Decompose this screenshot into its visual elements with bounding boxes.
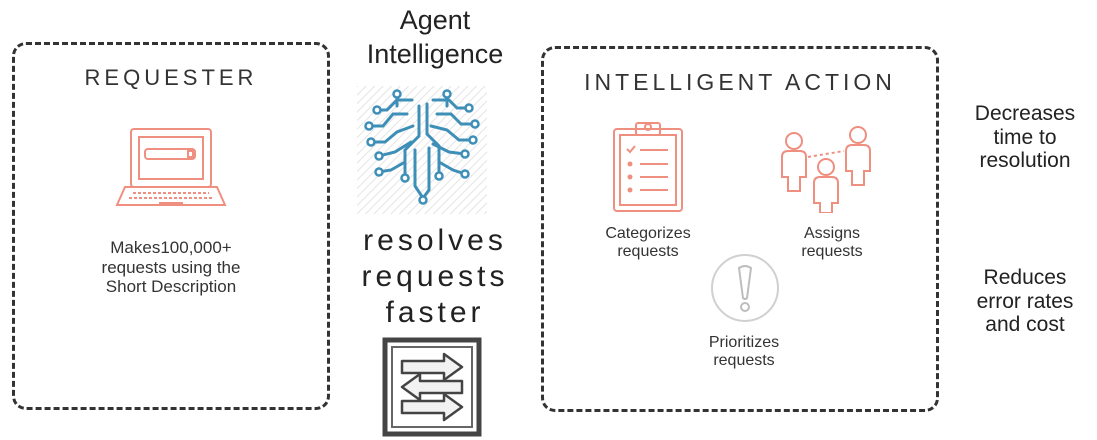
caption-line: Assigns [803, 225, 861, 242]
categorize-caption: Categorizes requests [578, 225, 718, 262]
interleaved-arrows-icon [382, 337, 482, 437]
agent-intelligence-title: Agent Intelligence [340, 4, 530, 72]
benefit-line: resolution [979, 149, 1071, 173]
assign-caption: Assigns requests [762, 225, 902, 262]
priority-exclamation-icon [711, 254, 779, 322]
laptop-icon [115, 128, 227, 206]
slogan-line: resolves [363, 224, 507, 257]
intelligent-action-panel: INTELLIGENT ACTION Categorizes requests [541, 46, 939, 412]
benefit-time: Decreases time to resolution [955, 102, 1095, 173]
requester-caption-line: Makes100,000+ [110, 238, 232, 257]
benefit-error: Reduces error rates and cost [955, 266, 1095, 337]
caption-line: requests [713, 352, 775, 370]
slogan-line: faster [385, 296, 485, 329]
requester-title: REQUESTER [84, 65, 258, 90]
benefit-line: Reduces [983, 266, 1067, 289]
slogan-line: requests [361, 260, 509, 293]
clipboard-checklist-icon [613, 122, 683, 212]
benefit-line: error rates [976, 289, 1074, 313]
prioritize-caption: Prioritizes requests [674, 334, 814, 371]
caption-line: Categorizes [605, 225, 691, 242]
requester-caption-line: Short Description [105, 277, 237, 297]
title-line: Agent [399, 5, 471, 35]
requester-panel: REQUESTER Makes100,000+ requests using t… [12, 42, 330, 410]
requester-caption-line: requests using the [101, 257, 241, 277]
caption-line: requests [801, 243, 863, 261]
people-assign-icon [781, 126, 871, 213]
caption-line: requests [617, 243, 679, 261]
circuit-brain-icon [357, 86, 487, 214]
benefit-line: time to [993, 125, 1057, 149]
caption-line: Prioritizes [708, 334, 780, 351]
intelligent-action-title: INTELLIGENT ACTION [584, 69, 896, 95]
title-line: Intelligence [366, 38, 504, 69]
benefit-line: Decreases [974, 102, 1076, 125]
benefit-line: and cost [985, 313, 1065, 337]
requester-caption: Makes100,000+ requests using the Short D… [15, 238, 327, 297]
